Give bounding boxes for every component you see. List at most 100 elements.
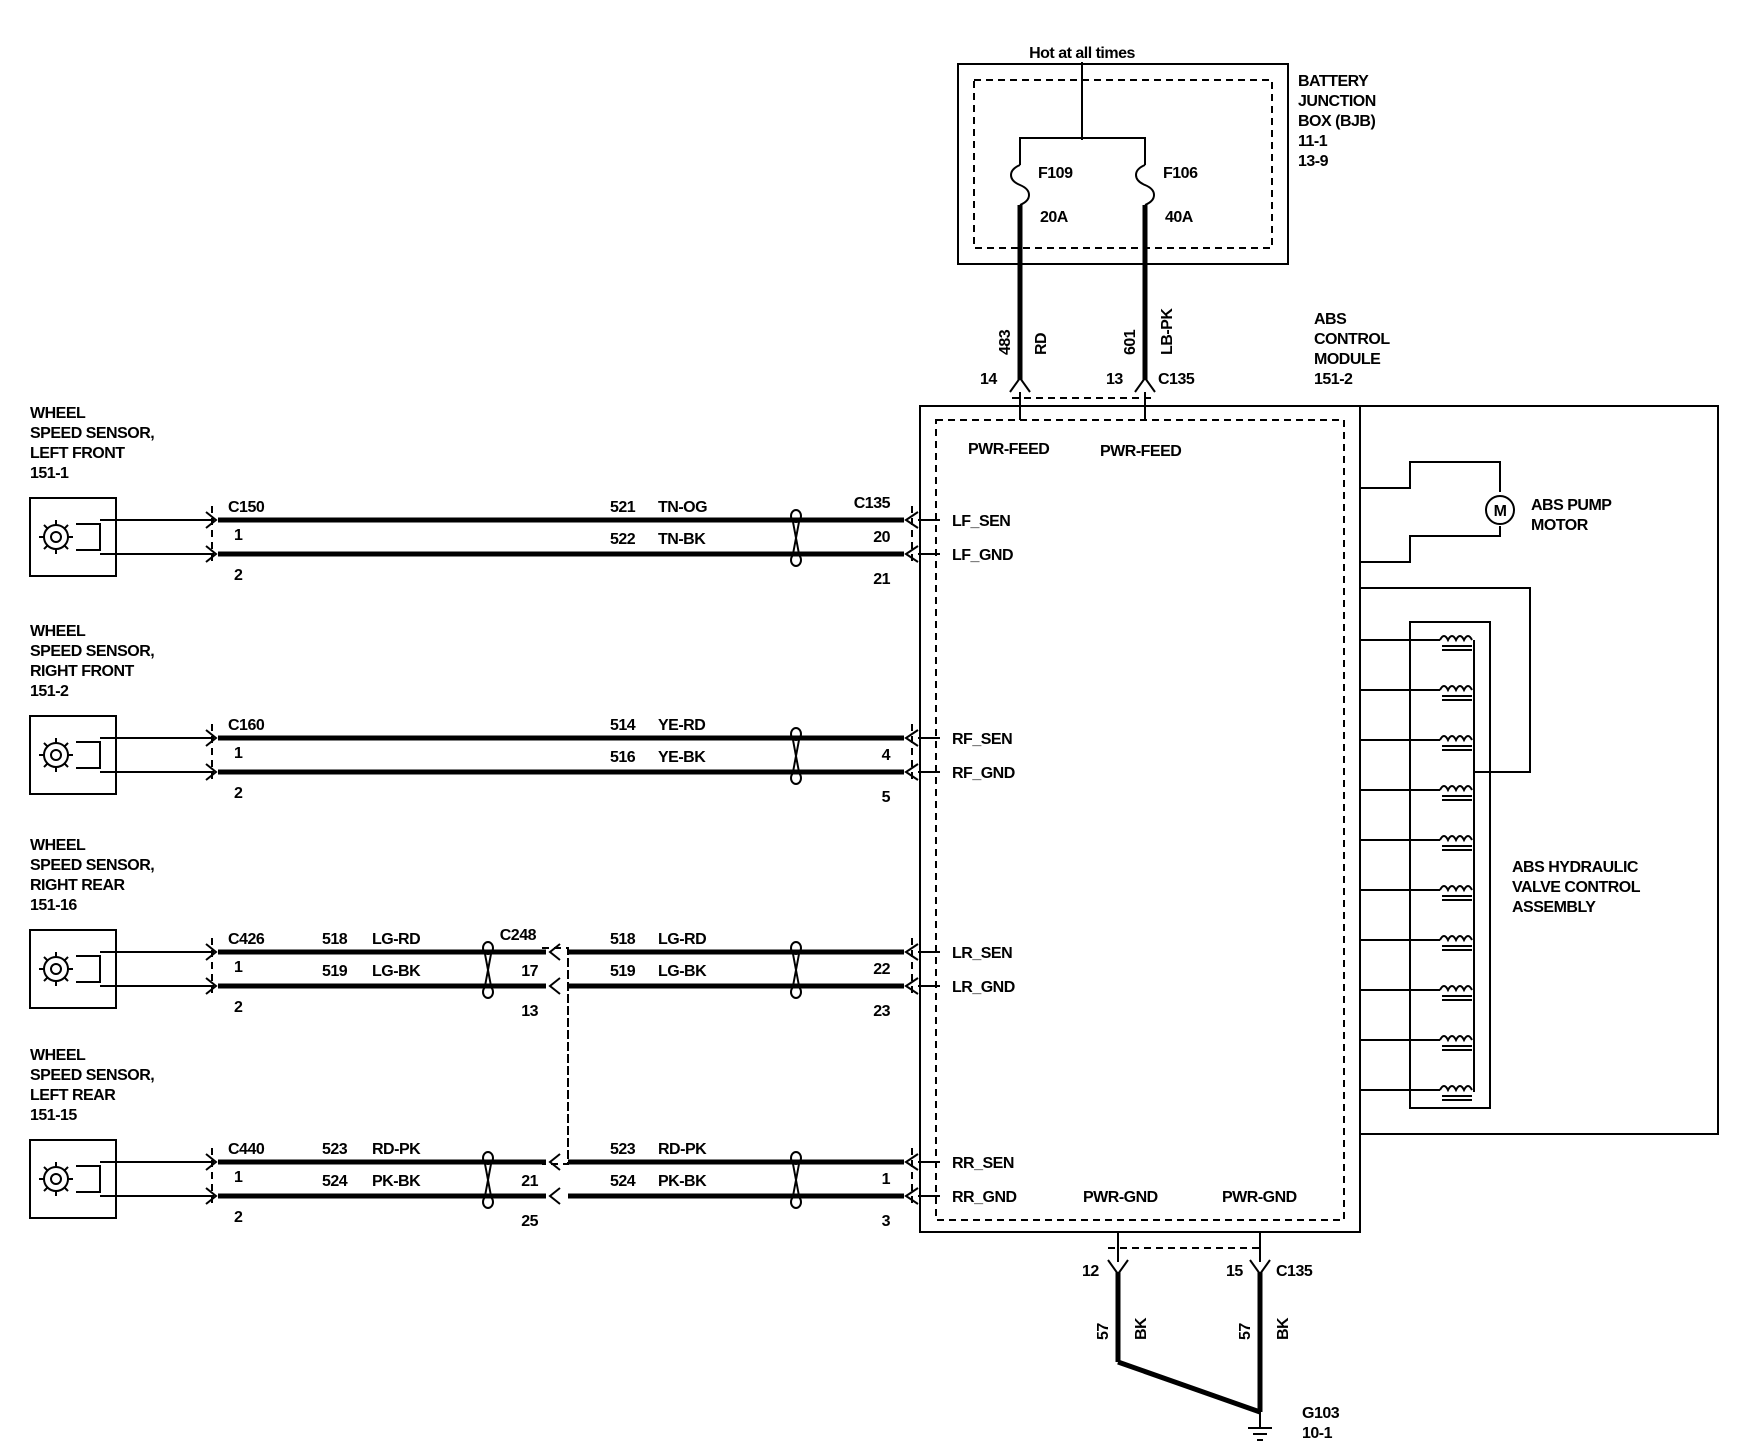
feed-483-color: RD bbox=[1033, 333, 1050, 355]
valve-coil-icon bbox=[1360, 735, 1473, 751]
svg-text:MODULE: MODULE bbox=[1314, 351, 1381, 368]
wire-color: LG-BK bbox=[372, 963, 421, 980]
twisted-pair-icon bbox=[790, 1151, 802, 1209]
ground-1-color: BK bbox=[1133, 1317, 1150, 1340]
sensor-body bbox=[29, 715, 117, 795]
valve-coil-icon bbox=[1360, 935, 1473, 951]
wire-circuit: 522 bbox=[610, 531, 636, 548]
battery-junction-box: Hot at all times F109 20A F106 40A BATTE… bbox=[957, 45, 1376, 265]
module-signal-label: RR_GND bbox=[952, 1189, 1017, 1206]
wire-color: PK-BK bbox=[372, 1173, 421, 1190]
twisted-pair-icon bbox=[482, 941, 494, 999]
module-pin: 22 bbox=[873, 961, 890, 978]
valve-label-2: VALVE CONTROL bbox=[1512, 879, 1641, 896]
pump-label-1: ABS PUMP bbox=[1531, 497, 1612, 514]
sensor-title-line: SPEED SENSOR, bbox=[30, 857, 154, 874]
wire-circuit: 514 bbox=[610, 717, 636, 734]
wire-circuit: 521 bbox=[610, 499, 636, 516]
sensor-body bbox=[29, 929, 117, 1009]
wire-color: LG-BK bbox=[658, 963, 707, 980]
wire-circuit: 524 bbox=[610, 1173, 636, 1190]
sensor-connector-id: C440 bbox=[228, 1141, 265, 1158]
mid-connector-pin: 13 bbox=[521, 1003, 538, 1020]
motor-symbol: M bbox=[1494, 503, 1507, 520]
sensor-title-line: RIGHT FRONT bbox=[30, 663, 135, 680]
pwr-gnd-label-2: PWR-GND bbox=[1222, 1189, 1297, 1206]
sensor-title-line: WHEEL bbox=[30, 837, 86, 854]
module-connector-id: C135 bbox=[854, 495, 891, 512]
svg-text:BOX (BJB): BOX (BJB) bbox=[1298, 113, 1375, 130]
svg-text:JUNCTION: JUNCTION bbox=[1298, 93, 1376, 110]
module-signal-label: LF_SEN bbox=[952, 513, 1010, 530]
valve-coil-icon bbox=[1360, 685, 1473, 701]
feed-pin-13: 13 bbox=[1106, 371, 1123, 388]
sensor-connector-pin: 2 bbox=[234, 1209, 243, 1226]
ground-wires: 12 15 C135 57 BK 57 BK G103 10-1 bbox=[1082, 1232, 1340, 1442]
module-title: ABS CONTROL MODULE 151-2 bbox=[1314, 311, 1391, 388]
abs-hydraulic-valve-assembly: ABS HYDRAULIC VALVE CONTROL ASSEMBLY bbox=[1360, 587, 1641, 1109]
ground-icon bbox=[1248, 1427, 1272, 1441]
wire-color: RD-PK bbox=[658, 1141, 707, 1158]
ground-1-circuit: 57 bbox=[1095, 1323, 1112, 1340]
fuse-f106-rating: 40A bbox=[1165, 209, 1194, 226]
sensor-connector-pin: 1 bbox=[234, 959, 243, 976]
sensor-title-line: SPEED SENSOR, bbox=[30, 425, 154, 442]
wire-circuit: 519 bbox=[610, 963, 636, 980]
ground-connector-c135: C135 bbox=[1276, 1263, 1313, 1280]
wire-color: TN-OG bbox=[658, 499, 707, 516]
ground-2-circuit: 57 bbox=[1237, 1323, 1254, 1340]
sensor-title-line: LEFT FRONT bbox=[30, 445, 125, 462]
wire-circuit: 523 bbox=[322, 1141, 348, 1158]
svg-text:11-1: 11-1 bbox=[1298, 133, 1328, 150]
pwr-feed-label-1: PWR-FEED bbox=[968, 441, 1049, 458]
gear-icon bbox=[39, 1162, 73, 1196]
wire-circuit: 518 bbox=[322, 931, 348, 948]
ground-pin-15: 15 bbox=[1226, 1263, 1243, 1280]
power-feed-wires: 483 RD 601 LB-PK 14 13 C135 bbox=[980, 205, 1195, 420]
wire-color: YE-RD bbox=[658, 717, 705, 734]
module-pin: 4 bbox=[882, 747, 891, 764]
fuse-f109-id: F109 bbox=[1038, 165, 1073, 182]
svg-text:CONTROL: CONTROL bbox=[1314, 331, 1390, 348]
fuse-f106-icon bbox=[1135, 164, 1155, 206]
mid-connector-pin: 25 bbox=[521, 1213, 538, 1230]
twisted-pair-icon bbox=[790, 941, 802, 999]
gear-icon bbox=[39, 738, 73, 772]
module-signal-label: RR_SEN bbox=[952, 1155, 1014, 1172]
sensor-connector-id: C426 bbox=[228, 931, 265, 948]
wire-color: PK-BK bbox=[658, 1173, 707, 1190]
module-pin: 21 bbox=[873, 571, 890, 588]
mid-connector-pin: 21 bbox=[521, 1173, 538, 1190]
gear-icon bbox=[39, 520, 73, 554]
module-pin: 20 bbox=[873, 529, 890, 546]
svg-text:BATTERY: BATTERY bbox=[1298, 73, 1369, 90]
ground-point-id: G103 bbox=[1302, 1405, 1340, 1422]
svg-text:151-2: 151-2 bbox=[1314, 371, 1353, 388]
wire-circuit: 519 bbox=[322, 963, 348, 980]
sensor-connector-pin: 2 bbox=[234, 999, 243, 1016]
sensor-connector-pin: 1 bbox=[234, 527, 243, 544]
abs-pump-motor: M ABS PUMP MOTOR bbox=[1360, 461, 1613, 563]
sensor-connector-id: C160 bbox=[228, 717, 265, 734]
ground-point-ref: 10-1 bbox=[1302, 1425, 1333, 1442]
sensor-title-line: WHEEL bbox=[30, 1047, 86, 1064]
valve-label-3: ASSEMBLY bbox=[1512, 899, 1596, 916]
valve-coil-icon bbox=[1360, 785, 1473, 801]
abs-control-module: ABS CONTROL MODULE 151-2 PWR-FEED PWR-FE… bbox=[919, 311, 1719, 1233]
svg-text:ABS: ABS bbox=[1314, 311, 1347, 328]
valve-coil-icon bbox=[1360, 985, 1473, 1001]
feed-601-circuit: 601 bbox=[1122, 329, 1139, 355]
feed-483-circuit: 483 bbox=[997, 329, 1014, 355]
sensor-body bbox=[29, 1139, 117, 1219]
module-pin: 1 bbox=[882, 1171, 891, 1188]
sensor-title-line: WHEEL bbox=[30, 623, 86, 640]
sensor-title-line: 151-2 bbox=[30, 683, 69, 700]
hot-at-all-times-label: Hot at all times bbox=[1029, 45, 1135, 62]
sensor-title-line: SPEED SENSOR, bbox=[30, 1067, 154, 1084]
feed-connector-c135: C135 bbox=[1158, 371, 1195, 388]
sensor-title-line: 151-1 bbox=[30, 465, 69, 482]
